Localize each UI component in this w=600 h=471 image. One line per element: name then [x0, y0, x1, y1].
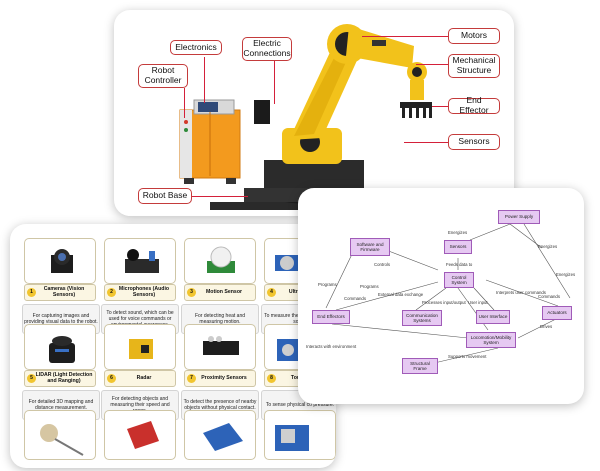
callout-end-effector: End Effector [448, 95, 500, 115]
callout-mechanical-structure: Mechanical Structure [448, 54, 500, 78]
sensor-tile-motion [184, 238, 256, 284]
robot-illustration [179, 24, 432, 210]
flow-connectors [325, 223, 571, 365]
sensor-tile-force [24, 410, 96, 460]
sensor-tile-imu [184, 410, 256, 460]
node-sensors: Sensors [444, 240, 472, 254]
force-sensor-icon [40, 424, 84, 456]
touch-sensor-icon [277, 339, 299, 361]
edge-drives: Drives [540, 324, 553, 329]
line-end-effector [432, 106, 448, 107]
sensor-label-motion: 3 Motion Sensor [184, 284, 256, 301]
sensor-tile-cameras [24, 238, 96, 284]
node-end-effectors: End Effectors [312, 310, 350, 324]
line-mechanical-structure [416, 64, 448, 65]
sensor-types-card: 1 Cameras (Vision Sensors) For capturing… [10, 224, 336, 468]
edge-external-data: External data exchange [378, 292, 424, 297]
robot-components-card: Electronics Robot Controller Electric Co… [114, 10, 514, 216]
line-robot-controller [184, 88, 185, 118]
line-electric-connections [274, 60, 275, 104]
sensor-label-text: Microphones (Audio Sensors) [118, 286, 170, 298]
edge-programs-1: Programs [318, 282, 337, 287]
sensor-number: 1 [27, 288, 36, 297]
sensor-number: 7 [187, 374, 196, 383]
callout-robot-controller: Robot Controller [138, 64, 188, 88]
sensor-label-text: Proximity Sensors [201, 374, 247, 381]
edge-commands-2: Commands [538, 294, 560, 299]
sensor-label-text: LIDAR (Light Detection and Ranging) [35, 372, 93, 384]
node-actuators: Actuators [542, 306, 572, 320]
edge-energizes-3: Energizes [556, 272, 576, 277]
node-communication-systems: Communication Systems [402, 310, 442, 326]
sensor-tile-lidar [24, 324, 96, 370]
sensor-label-text: Cameras (Vision Sensors) [43, 286, 85, 298]
node-software-firmware: Software and Firmware [350, 238, 390, 256]
sensor-number: 6 [107, 374, 116, 383]
sensor-label-text: Motion Sensor [205, 288, 243, 295]
robot-base-block [264, 160, 364, 192]
lidar-icon [49, 336, 75, 363]
pir-sensor-icon [207, 246, 235, 273]
line-electronics [204, 57, 205, 103]
edge-commands-1: Commands [344, 296, 366, 301]
camera-module-icon [51, 249, 73, 273]
edge-feeds-data: Feeds data to [446, 262, 473, 267]
sensor-label-proximity: 7 Proximity Sensors [184, 370, 256, 387]
node-control-system: Control System [444, 272, 474, 288]
edge-supports: Supports movement [448, 354, 487, 359]
callout-sensors: Sensors [448, 134, 500, 150]
sensor-label-lidar: 5 LIDAR (Light Detection and Ranging) [24, 370, 96, 387]
line-sensors [404, 142, 448, 143]
edge-user-input: User input [468, 300, 488, 305]
sensor-label-microphones: 2 Microphones (Audio Sensors) [104, 284, 176, 301]
microphone-module-icon [125, 249, 159, 273]
system-flow-card: Power Supply Software and Firmware Senso… [298, 188, 584, 404]
line-robot-base [192, 196, 248, 197]
sensor-tile-gps [264, 410, 336, 460]
sensor-number: 3 [187, 288, 196, 297]
sensor-tile-radar [104, 324, 176, 370]
edge-interacts: Interacts with environment [306, 344, 357, 349]
callout-electric-connections: Electric Connections [242, 37, 292, 61]
edge-programs-2: Programs [360, 284, 379, 289]
callout-electronics: Electronics [170, 40, 222, 55]
node-power-supply: Power Supply [498, 210, 540, 224]
sensor-label-cameras: 1 Cameras (Vision Sensors) [24, 284, 96, 301]
gps-module-icon [275, 425, 309, 451]
callout-robot-base: Robot Base [138, 188, 192, 204]
edge-interprets: Interprets user commands [496, 290, 546, 295]
edge-processes: Processes input/output [422, 300, 466, 305]
gripper-shape [400, 102, 432, 108]
sensor-tile-proximity [184, 324, 256, 370]
node-structural-frame: Structural Frame [402, 358, 438, 374]
sensor-number: 8 [267, 374, 276, 383]
radar-sensor-icon [129, 339, 153, 359]
node-user-interface: User Interface [476, 310, 510, 324]
imu-board-icon [203, 423, 243, 451]
sensor-number: 5 [27, 374, 36, 383]
sensor-number: 2 [107, 288, 116, 297]
edge-energizes-1: Energizes [448, 230, 468, 235]
sensor-label-text: Radar [136, 374, 152, 381]
proximity-sensor-icon [203, 336, 239, 355]
sensor-label-radar: 6 Radar [104, 370, 176, 387]
breakout-board-icon [127, 421, 159, 449]
edge-controls: Controls [374, 262, 391, 267]
edge-energizes-2: Energizes [538, 244, 558, 249]
sensor-tile-microphones [104, 238, 176, 284]
line-motors [362, 36, 448, 37]
sensor-number: 4 [267, 288, 276, 297]
sensor-tile-breakout [104, 410, 176, 460]
node-locomotion: Locomotion/Mobility System [466, 332, 516, 348]
callout-motors: Motors [448, 28, 500, 44]
